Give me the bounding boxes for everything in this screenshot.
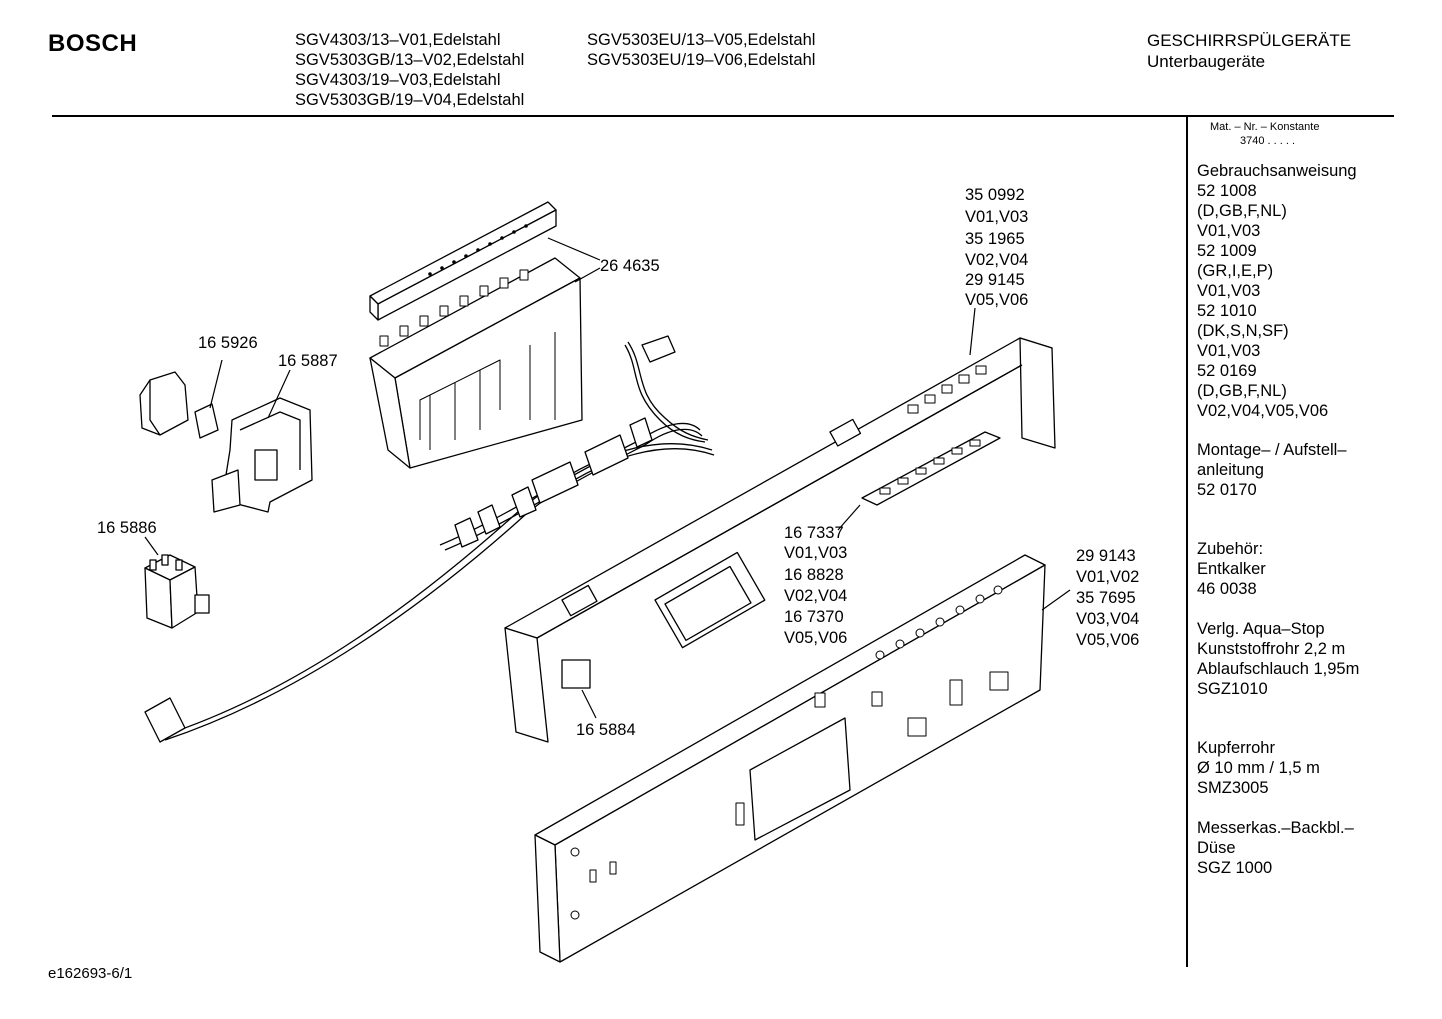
terminal-block [144,554,210,629]
category-title: GESCHIRRSPÜLGERÄTE [1147,31,1352,50]
sidebar-line: SGZ 1000 [1197,859,1273,877]
label-keys: 16 7337 V01,V03 16 8828 V02,V04 16 7370 … [784,524,847,647]
label-line: 35 1965 [965,230,1025,248]
sidebar-line: Gebrauchsanweisung [1197,162,1357,180]
sidebar-group-accessories: Zubehör: Entkalker 46 0038 [1197,539,1266,599]
sidebar-line: (DK,S,N,SF) [1197,322,1289,340]
sidebar-line: V02,V04,V05,V06 [1197,402,1329,420]
model-item: SGV5303EU/13–V05,Edelstahl [587,31,816,49]
model-list-1: SGV4303/13–V01,Edelstahl SGV5303GB/13–V0… [295,30,524,110]
label-165884: 16 5884 [576,721,636,739]
sidebar-line: SMZ3005 [1197,779,1269,797]
sidebar-group-copper: Kupferrohr Ø 10 mm / 1,5 m SMZ3005 [1197,738,1320,798]
sidebar-line: 46 0038 [1197,580,1257,598]
sidebar-line: 52 1008 [1197,182,1257,200]
sidebar-group-aquastop: Verlg. Aqua–Stop Kunststoffrohr 2,2 m Ab… [1197,619,1359,699]
sidebar-rule [1186,117,1188,967]
label-line: V05,V06 [965,291,1028,309]
mat-number-block: Mat. – Nr. – Konstante 3740 . . . . . [1210,120,1319,148]
label-line: V03,V04 [1076,610,1139,628]
sidebar-line: Messerkas.–Backbl.– [1197,819,1354,837]
label-line: V01,V03 [784,544,847,562]
model-item: SGV5303GB/13–V02,Edelstahl [295,51,525,69]
label-line: 16 7337 [784,524,844,542]
sidebar-line: (D,GB,F,NL) [1197,202,1287,220]
display-strip [369,201,557,321]
sidebar-line: Düse [1197,839,1236,857]
model-item: SGV5303GB/19–V04,Edelstahl [295,91,525,109]
sidebar-line: Ø 10 mm / 1,5 m [1197,759,1320,777]
sidebar-line: (GR,I,E,P) [1197,262,1274,280]
label-line: 35 0992 [965,186,1025,204]
label-165887: 16 5887 [278,352,338,370]
label-line: V01,V03 [965,208,1028,226]
component-holder [211,397,313,513]
sidebar-group-install: Montage– / Aufstell– anleitung 52 0170 [1197,440,1347,500]
brand-logo: BOSCH [48,30,138,57]
model-item: SGV4303/19–V03,Edelstahl [295,71,501,89]
label-line: 29 9145 [965,271,1025,289]
sidebar-line: 52 0169 [1197,362,1257,380]
sidebar-line: Kunststoffrohr 2,2 m [1197,640,1346,658]
sidebar-line: V01,V03 [1197,282,1261,300]
mat-label: Mat. – Nr. – Konstante [1210,121,1320,133]
sidebar-group-manual: Gebrauchsanweisung 52 1008 (D,GB,F,NL) V… [1197,161,1357,421]
label-line: V02,V04 [784,587,847,605]
label-line: 29 9143 [1076,547,1136,565]
inner-panel-lower [534,554,1046,963]
leader-lines [144,237,1071,719]
label-264635: 26 4635 [600,257,660,275]
fascia-panel-upper [504,337,1056,743]
header-rule [52,115,1394,117]
model-item: SGV4303/13–V01,Edelstahl [295,31,501,49]
relay-clip [139,371,219,439]
wire-connector [641,335,676,363]
drawing-code: e162693-6/1 [48,965,133,982]
label-line: 16 8828 [784,566,844,584]
label-165886: 16 5886 [97,519,157,537]
sidebar-line: Kupferrohr [1197,739,1275,757]
sidebar-line: anleitung [1197,461,1264,479]
mat-value: 3740 . . . . . [1240,135,1296,147]
sidebar-line: Verlg. Aqua–Stop [1197,620,1325,638]
sidebar-line: 52 1009 [1197,242,1257,260]
sidebar-line: 52 1010 [1197,302,1257,320]
harness-connectors [454,417,653,548]
control-module [369,257,583,469]
key-strip [861,431,1001,506]
sidebar-line: Ablaufschlauch 1,95m [1197,660,1360,678]
label-panel-top: 35 0992 V01,V03 35 1965 V02,V04 29 9145 … [965,186,1028,309]
label-165926: 16 5926 [198,334,258,352]
label-line: V05,V06 [1076,631,1139,649]
label-panel-bottom: 29 9143 V01,V02 35 7695 V03,V04 V05,V06 [1076,547,1139,649]
category-block: GESCHIRRSPÜLGERÄTE Unterbaugeräte [1147,30,1351,72]
sidebar-line: 52 0170 [1197,481,1257,499]
label-line: 35 7695 [1076,589,1136,607]
label-line: V05,V06 [784,629,847,647]
model-list-2: SGV5303EU/13–V05,Edelstahl SGV5303EU/19–… [587,30,815,70]
model-item: SGV5303EU/19–V06,Edelstahl [587,51,816,69]
sidebar-line: Montage– / Aufstell– [1197,441,1347,459]
sidebar-line: SGZ1010 [1197,680,1268,698]
label-line: 16 7370 [784,608,844,626]
sidebar-line: Entkalker [1197,560,1266,578]
sidebar-line: Zubehör: [1197,540,1264,558]
sidebar-line: V01,V03 [1197,342,1261,360]
label-line: V01,V02 [1076,568,1139,586]
cable-plug [144,697,186,743]
sidebar-group-nozzle: Messerkas.–Backbl.– Düse SGZ 1000 [1197,818,1354,878]
sidebar-line: (D,GB,F,NL) [1197,382,1287,400]
label-line: V02,V04 [965,251,1028,269]
sidebar-line: V01,V03 [1197,222,1261,240]
category-subtitle: Unterbaugeräte [1147,52,1266,71]
